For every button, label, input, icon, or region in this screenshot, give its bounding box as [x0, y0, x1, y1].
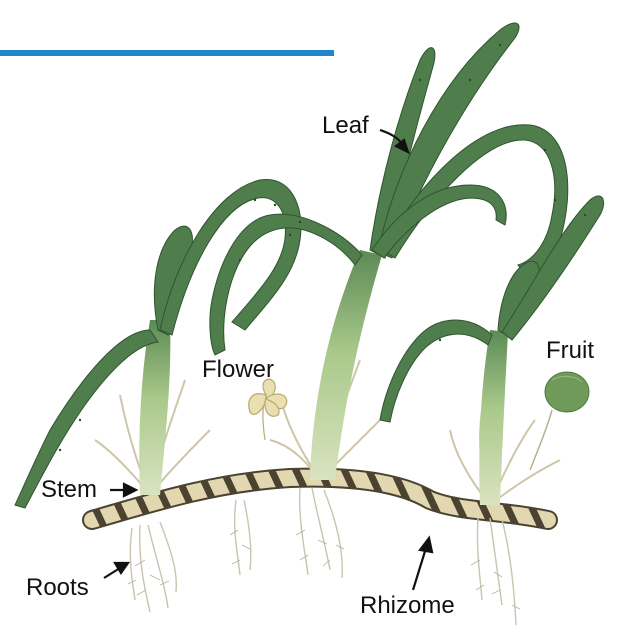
rhizome-arrow — [413, 538, 432, 590]
label-rhizome: Rhizome — [360, 594, 455, 618]
label-fruit: Fruit — [546, 339, 594, 363]
flower — [249, 379, 287, 440]
roots-arrow — [104, 563, 128, 578]
label-leaf: Leaf — [322, 114, 369, 138]
stem-center — [310, 250, 382, 480]
label-stem: Stem — [41, 478, 97, 502]
stem-right — [479, 330, 508, 505]
leaves — [15, 23, 604, 508]
stem-arrow — [110, 484, 136, 496]
label-flower: Flower — [202, 358, 274, 382]
fruit — [530, 372, 589, 470]
label-roots: Roots — [26, 576, 89, 600]
